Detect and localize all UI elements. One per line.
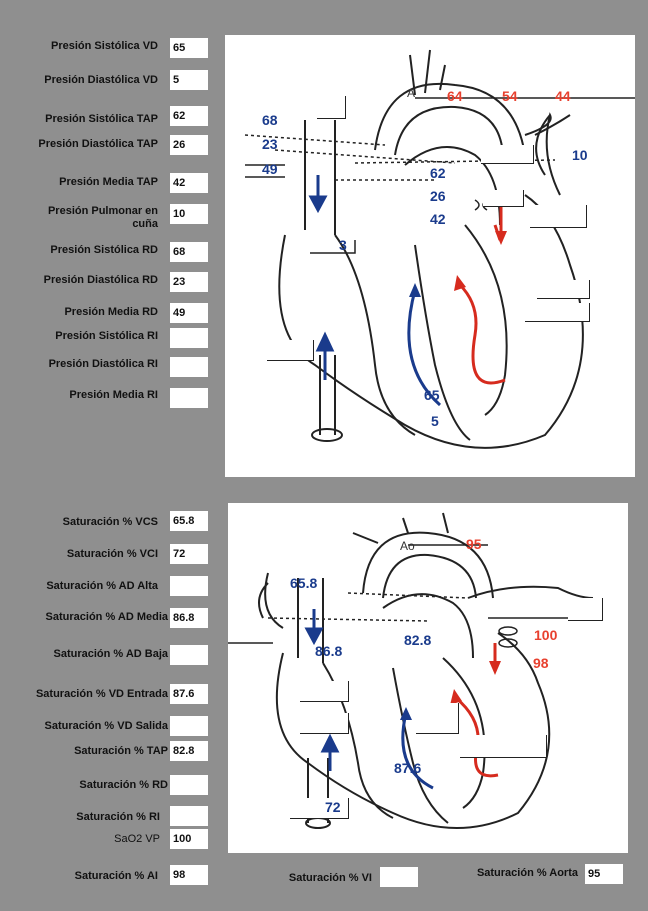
field-pdrd[interactable]: 23 [170,272,208,292]
label-pdtap: Presión Diastólica TAP [10,138,158,151]
diagram1-wedge: 10 [572,147,588,163]
label-pmri: Presión Media RI [10,389,158,402]
diagram1-box-top[interactable] [317,96,346,119]
diagram1-rd-sys: 68 [262,112,278,128]
field-ri[interactable] [170,806,208,826]
diagram1-box-r3[interactable] [530,205,587,228]
field-psvd[interactable]: 65 [170,38,208,58]
heart-outline-2 [228,503,628,853]
label-psvd: Presión Sistólica VD [10,40,158,53]
label-aorta: Saturación % Aorta [440,867,578,880]
field-pmri[interactable] [170,388,208,408]
diagram2-box-lv[interactable] [460,735,547,758]
diagram1-pa-sys: 62 [430,165,446,181]
diagram2-aorta-sat: 95 [466,536,482,552]
label-pdri: Presión Diastólica RI [10,358,158,371]
label-ad-media: Saturación % AD Media [10,611,168,624]
label-pmrd: Presión Media RD [10,306,158,319]
diagram1-box-r5[interactable] [525,303,590,322]
diagram1-rd-dia: 23 [262,136,278,152]
field-ad-alta[interactable] [170,576,208,596]
label-pstap: Presión Sistólica TAP [10,113,158,126]
label-pmtap: Presión Media TAP [10,176,158,189]
field-vd-entrada[interactable]: 87.6 [170,684,208,704]
label-ai: Saturación % AI [40,870,158,883]
heart-outline-1 [225,35,635,477]
label-tap: Saturación % TAP [10,745,168,758]
label-vcs: Saturación % VCS [10,516,158,529]
diagram1-aorta-3: 44 [555,88,571,104]
field-psrd[interactable]: 68 [170,242,208,262]
field-sao2-vp[interactable]: 100 [170,829,208,849]
diagram1-pa-mean: 42 [430,211,446,227]
label-sao2-vp: SaO2 VP [10,833,160,846]
field-pcp[interactable]: 10 [170,204,208,224]
label-vd-entrada: Saturación % VD Entrada [6,688,168,701]
diagram1-box-l[interactable] [267,340,314,361]
diagram1-rd-mean: 49 [262,161,278,177]
field-tap[interactable]: 82.8 [170,741,208,761]
field-psri[interactable] [170,328,208,348]
label-pdvd: Presión Diastólica VD [10,74,158,87]
field-pdtap[interactable]: 26 [170,135,208,155]
diagram2-box-ra1[interactable] [300,681,349,702]
label-psri: Presión Sistólica RI [10,330,158,343]
field-ad-baja[interactable] [170,645,208,665]
diagram1-aorta-label: A [407,85,415,101]
diagram2-box-rv[interactable] [416,703,459,734]
heart-pressure-diagram: A 64 54 44 68 23 49 62 26 42 10 3 65 5 [225,35,635,477]
label-ad-baja: Saturación % AD Baja [10,648,168,661]
diagram1-ra: 3 [339,237,347,253]
label-vd-salida: Saturación % VD Salida [6,720,168,733]
diagram1-box-r2[interactable] [483,190,524,207]
label-ri: Saturación % RI [10,811,160,824]
label-ad-alta: Saturación % AD Alta [10,580,158,593]
diagram1-aorta-1: 64 [447,88,463,104]
label-psrd: Presión Sistólica RD [10,244,158,257]
label-vci: Saturación % VCI [10,548,158,561]
heart-saturation-diagram: Ao 95 65.8 86.8 82.8 100 98 87.6 72 [228,503,628,853]
field-vi[interactable] [380,867,418,887]
field-ai[interactable]: 98 [170,865,208,885]
diagram2-la: 98 [533,655,549,671]
field-vd-salida[interactable] [170,716,208,736]
diagram2-vci: 72 [325,799,341,815]
field-pdri[interactable] [170,357,208,377]
label-vi: Saturación % VI [250,872,372,885]
field-vci[interactable]: 72 [170,544,208,564]
label-pcp: Presión Pulmonar en cuña [25,205,158,231]
diagram2-ad: 86.8 [315,643,342,659]
diagram2-vcs: 65.8 [290,575,317,591]
diagram2-aorta-label: Ao [400,538,415,554]
field-pmtap[interactable]: 42 [170,173,208,193]
diagram1-pa-dia: 26 [430,188,446,204]
diagram2-rv: 87.6 [394,760,421,776]
field-pmrd[interactable]: 49 [170,303,208,323]
diagram2-pv: 100 [534,627,557,643]
diagram1-rv-sys: 65 [424,387,440,403]
label-pdrd: Presión Diastólica RD [10,274,158,287]
field-pdvd[interactable]: 5 [170,70,208,90]
diagram2-tap: 82.8 [404,632,431,648]
field-rd[interactable] [170,775,208,795]
field-vcs[interactable]: 65.8 [170,511,208,531]
diagram1-box-r4[interactable] [537,280,590,299]
diagram1-rv-dia: 5 [431,413,439,429]
diagram1-aorta-2: 54 [502,88,518,104]
field-aorta[interactable]: 95 [585,864,623,884]
field-ad-media[interactable]: 86.8 [170,608,208,628]
field-pstap[interactable]: 62 [170,106,208,126]
diagram1-box-r1[interactable] [481,145,534,164]
diagram2-box-ra2[interactable] [300,713,349,734]
diagram2-box-pv[interactable] [568,598,603,621]
label-rd: Saturación % RD [10,779,168,792]
